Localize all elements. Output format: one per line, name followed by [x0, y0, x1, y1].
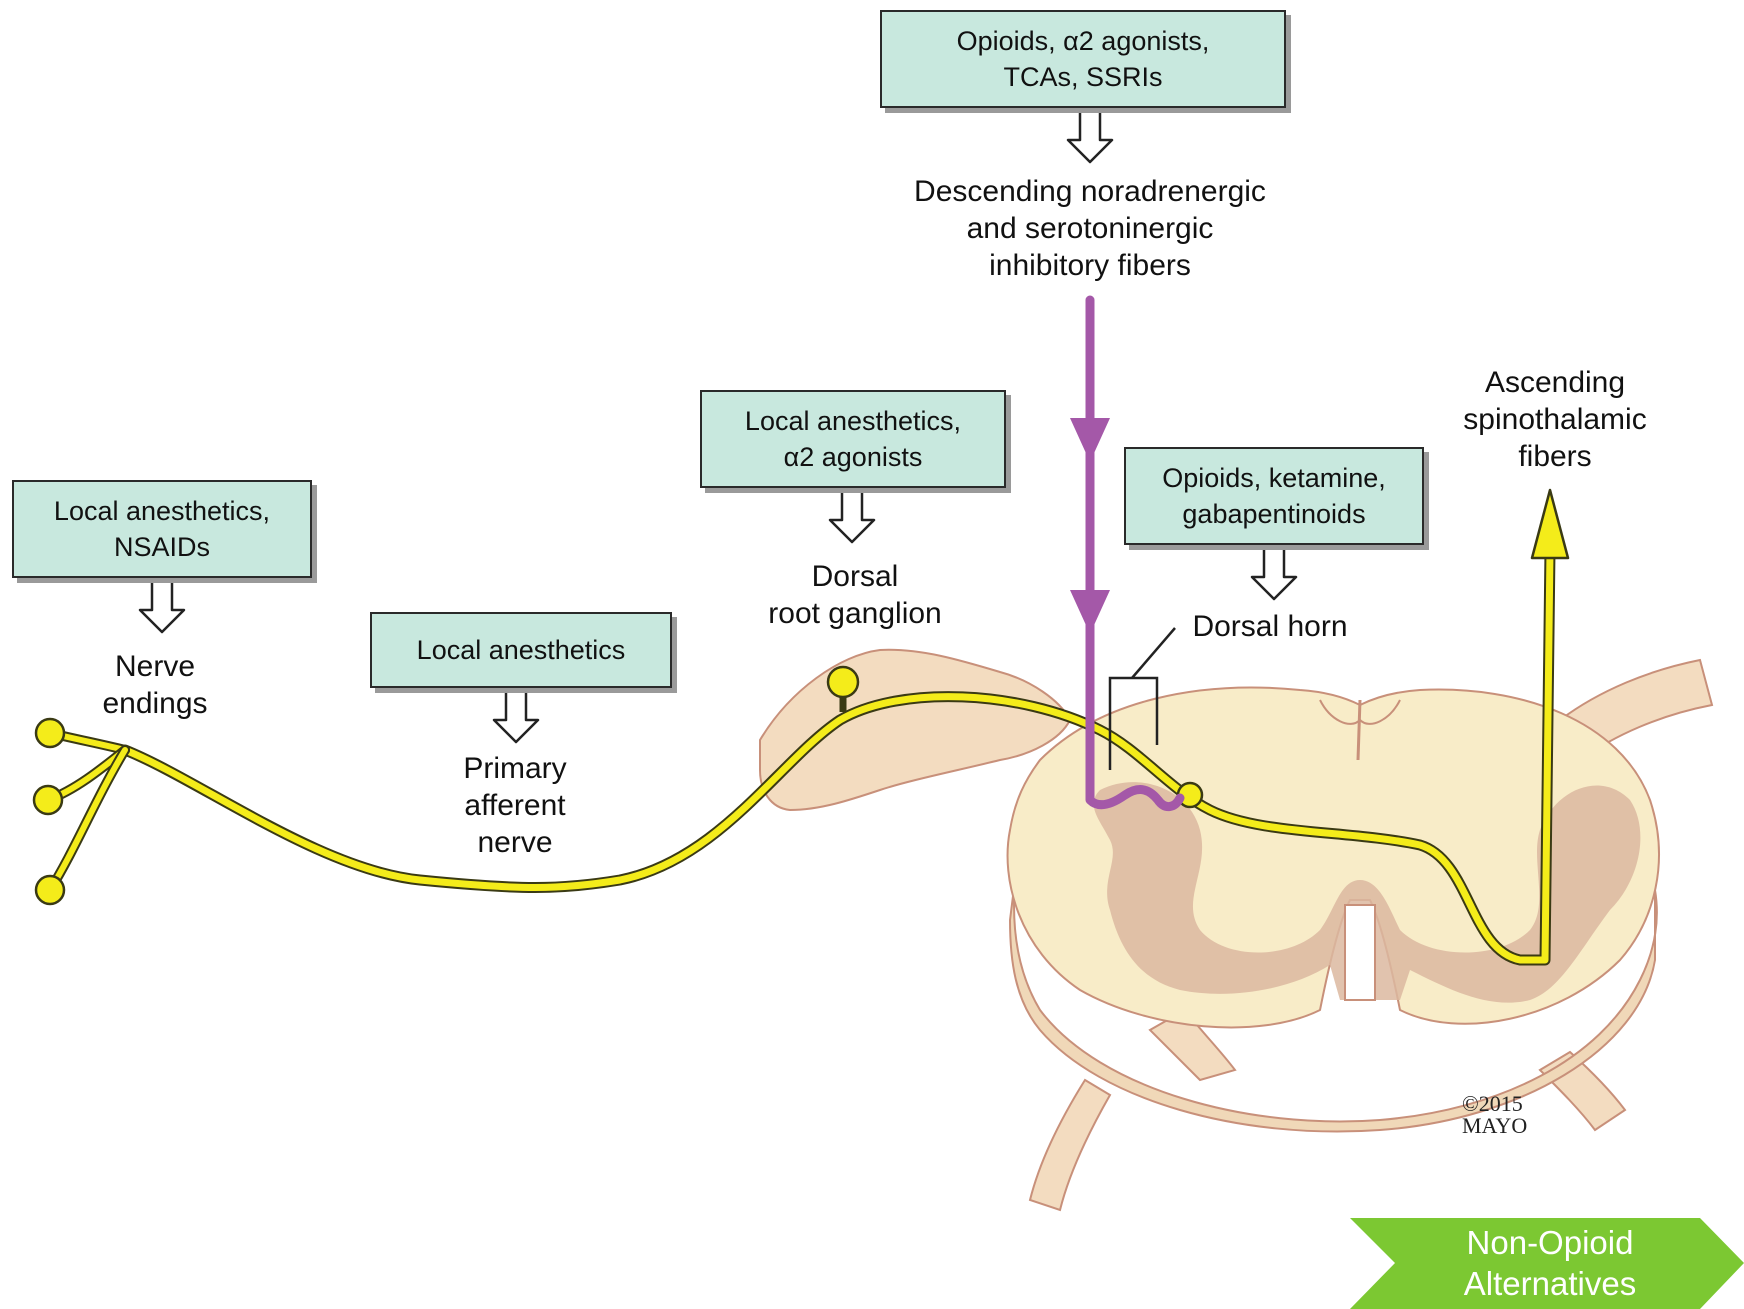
drug-box-nerve-endings-line2: NSAIDs [114, 529, 210, 565]
ventral-root-left-low [1030, 1080, 1110, 1210]
label-ascending-line1: Ascending [1430, 364, 1680, 401]
label-drg-line2: root ganglion [730, 595, 980, 632]
label-primary-afferent: Primary afferent nerve [420, 750, 610, 861]
label-descending-fibers: Descending noradrenergic and serotoniner… [860, 173, 1320, 284]
label-descending-line3: inhibitory fibers [860, 247, 1320, 284]
label-drg-line1: Dorsal [730, 558, 980, 595]
label-primary-afferent-line3: nerve [420, 824, 610, 861]
ganglion-cell-body [828, 667, 858, 697]
copyright-year: ©2015 [1462, 1093, 1527, 1115]
label-ascending-fibers: Ascending spinothalamic fibers [1430, 364, 1680, 475]
tag-line1: Non-Opioid [1390, 1222, 1710, 1263]
ascending-arrowhead [1532, 490, 1568, 558]
drug-box-drg-line1: Local anesthetics, [745, 403, 961, 439]
arrow-horn-box [1252, 545, 1296, 599]
drug-box-primary-afferent: Local anesthetics [370, 612, 672, 688]
drug-box-descending: Opioids, α2 agonists, TCAs, SSRIs [880, 10, 1286, 108]
label-dorsal-root-ganglion: Dorsal root ganglion [730, 558, 980, 632]
drug-box-nerve-endings-line1: Local anesthetics, [54, 493, 270, 529]
label-descending-line2: and serotoninergic [860, 210, 1320, 247]
label-ascending-line2: spinothalamic [1430, 401, 1680, 438]
label-primary-afferent-line1: Primary [420, 750, 610, 787]
nerve-ending-top [36, 719, 64, 747]
drug-box-descending-line1: Opioids, α2 agonists, [957, 23, 1210, 59]
drug-box-primary-afferent-line1: Local anesthetics [417, 632, 626, 668]
drug-box-drg-line2: α2 agonists [784, 439, 923, 475]
arrow-afferent-box [494, 688, 538, 742]
posterior-sulcus [1358, 700, 1360, 760]
label-dorsal-horn: Dorsal horn [1160, 608, 1380, 645]
drug-box-dorsal-horn-line1: Opioids, ketamine, [1162, 460, 1386, 496]
descending-arrowhead-1 [1070, 418, 1110, 462]
label-primary-afferent-line2: afferent [420, 787, 610, 824]
drug-box-drg: Local anesthetics, α2 agonists [700, 390, 1006, 488]
arrow-endings-box [140, 578, 184, 632]
label-nerve-endings-line2: endings [70, 685, 240, 722]
drug-box-dorsal-horn: Opioids, ketamine, gabapentinoids [1124, 447, 1424, 545]
tag-line2: Alternatives [1390, 1263, 1710, 1304]
nerve-ending-bottom [36, 876, 64, 904]
descending-arrowhead-2 [1070, 590, 1110, 634]
label-dorsal-horn-text: Dorsal horn [1160, 608, 1380, 645]
non-opioid-tag: Non-Opioid Alternatives [1390, 1222, 1710, 1304]
label-descending-line1: Descending noradrenergic [860, 173, 1320, 210]
anterior-fissure [1345, 905, 1375, 1000]
nerve-ending-middle [34, 786, 62, 814]
label-nerve-endings-line1: Nerve [70, 648, 240, 685]
copyright-mark: ©2015 MAYO [1462, 1093, 1527, 1137]
label-ascending-line3: fibers [1430, 438, 1680, 475]
label-nerve-endings: Nerve endings [70, 648, 240, 722]
drug-box-nerve-endings: Local anesthetics, NSAIDs [12, 480, 312, 578]
arrow-drg-box [830, 488, 874, 542]
drug-box-descending-line2: TCAs, SSRIs [1003, 59, 1162, 95]
copyright-owner: MAYO [1462, 1115, 1527, 1137]
arrow-top-box [1068, 108, 1112, 162]
drug-box-dorsal-horn-line2: gabapentinoids [1182, 496, 1365, 532]
